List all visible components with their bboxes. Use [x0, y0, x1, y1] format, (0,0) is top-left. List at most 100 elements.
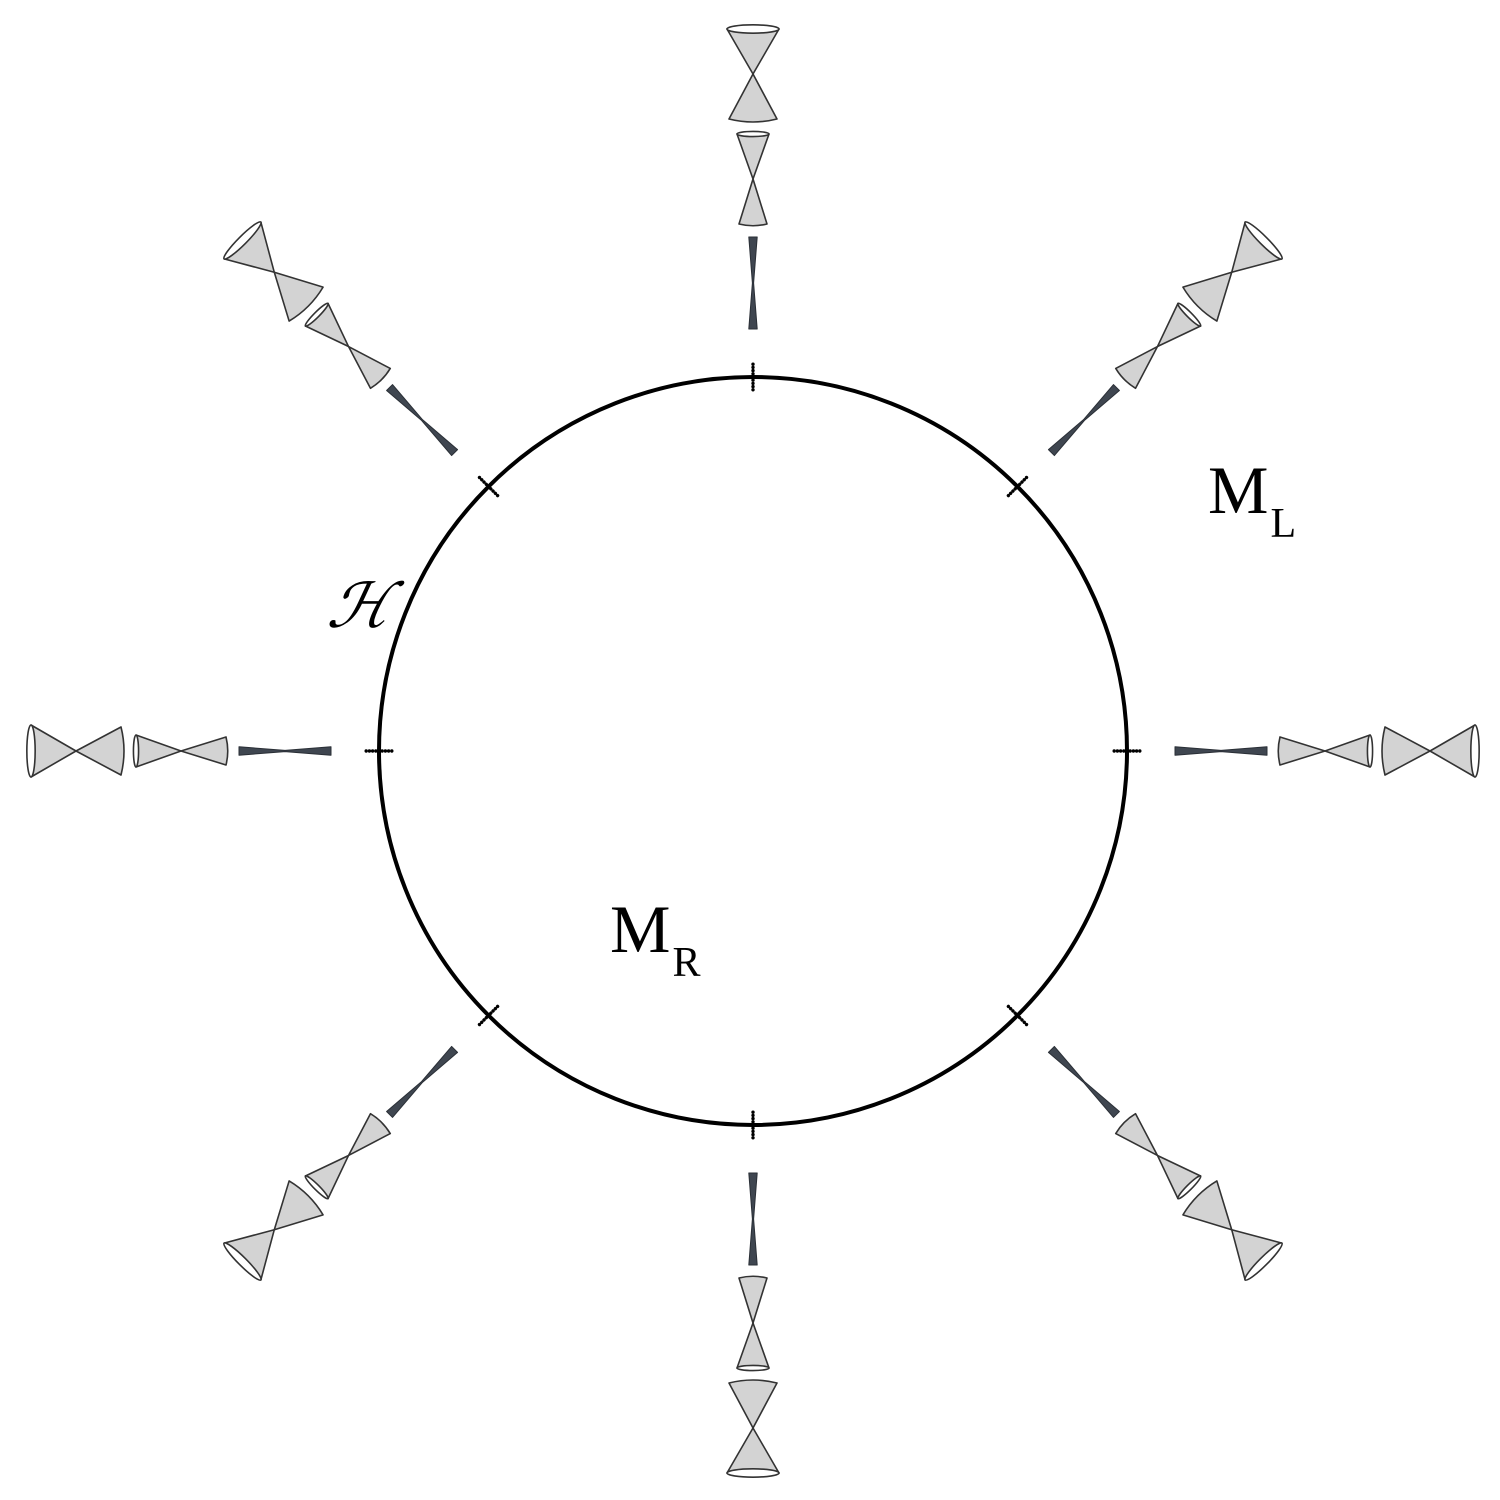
squeezed-cone-body	[748, 1172, 758, 1266]
light-cone-small	[304, 1112, 392, 1200]
tick-dot	[751, 1136, 755, 1140]
cone-future-half	[135, 734, 182, 768]
light-cone-small	[1277, 734, 1374, 768]
cone-future-half	[1324, 734, 1371, 768]
cone-future-half	[736, 133, 770, 180]
cone-rim-ellipse	[1244, 221, 1283, 260]
region-label-ml-sub: L	[1270, 501, 1297, 547]
tick-dot	[1008, 1006, 1013, 1011]
tick-dot	[477, 475, 482, 480]
region-label-mr-main: M	[610, 891, 671, 967]
tick-dot	[495, 1004, 500, 1009]
tick-dot	[751, 1132, 755, 1137]
light-cone-small	[304, 302, 392, 390]
tick-dot	[751, 1120, 755, 1124]
region-label-ml: ML	[1208, 456, 1296, 545]
small-cone-wrapper	[1114, 1112, 1202, 1200]
horizon-circle	[377, 375, 1129, 1127]
light-cone-small	[1114, 1112, 1202, 1200]
horizon-dotted-tick	[364, 749, 394, 753]
tick-dot	[1011, 489, 1015, 493]
tick-dot	[1018, 482, 1022, 486]
light-cone-large	[1182, 1180, 1283, 1281]
cone-future-half	[726, 28, 780, 75]
squeezed-cone-body	[748, 236, 758, 330]
region-label-ml-main: M	[1208, 452, 1269, 528]
cone-past-half	[738, 1275, 768, 1324]
squeezed-light-cone	[1047, 384, 1120, 457]
cone-past-half	[738, 178, 768, 227]
light-cone-large	[1381, 724, 1480, 778]
tick-dot	[383, 749, 388, 753]
ray-180deg	[26, 724, 394, 778]
tick-dot	[390, 749, 394, 753]
tick-dot	[493, 491, 498, 496]
horizon-dotted-tick	[751, 362, 755, 392]
cone-past-half	[728, 1379, 778, 1429]
cone-future-half	[30, 724, 77, 778]
tick-dot	[1022, 478, 1026, 482]
cone-rim-ellipse	[304, 1175, 329, 1200]
tick-dot	[480, 478, 484, 482]
cone-past-half	[1277, 736, 1326, 766]
tick-dot	[482, 480, 486, 484]
tick-dot	[374, 749, 378, 753]
tick-dot	[386, 749, 391, 753]
tick-dot	[1020, 480, 1024, 484]
tick-dot	[477, 1022, 482, 1027]
tick-dot	[751, 1129, 755, 1134]
ray-225deg	[223, 1004, 500, 1281]
small-cone-wrapper	[1277, 734, 1374, 768]
tick-dot	[482, 1018, 486, 1022]
tick-wrapper	[751, 1110, 755, 1140]
cone-future-half	[726, 1427, 780, 1474]
tick-dot	[751, 384, 755, 389]
tick-dot	[1122, 749, 1126, 753]
tick-dot	[1024, 475, 1029, 480]
cone-rim-ellipse	[1366, 734, 1374, 768]
tick-dot	[489, 487, 493, 491]
tick-dot	[495, 493, 500, 498]
tick-dot	[1022, 1020, 1026, 1024]
cone-rim-ellipse	[223, 1242, 262, 1281]
cone-rim-ellipse	[26, 724, 36, 778]
tick-dot	[1115, 749, 1120, 753]
squeezed-light-cone	[1047, 1045, 1120, 1118]
tick-dot	[1112, 749, 1116, 753]
squeezed-wrapper	[1047, 1045, 1120, 1118]
small-cone-wrapper	[304, 302, 392, 390]
light-cone-small	[736, 1275, 770, 1372]
squeezed-light-cone	[1174, 746, 1268, 756]
cone-past-half	[1182, 1180, 1233, 1231]
cone-past-half	[347, 345, 392, 390]
squeezed-cone-body	[238, 746, 332, 756]
cone-rim-ellipse	[1470, 724, 1480, 778]
horizon-dotted-tick	[477, 475, 500, 498]
tick-dot	[491, 489, 495, 493]
tick-dot	[751, 1110, 755, 1114]
tick-dot	[751, 372, 755, 376]
cone-rim-ellipse	[1177, 1175, 1202, 1200]
squeezed-light-cone	[748, 1172, 758, 1266]
tick-dot	[484, 482, 488, 486]
small-cone-wrapper	[132, 734, 229, 768]
horizon-dotted-tick	[1006, 1004, 1029, 1027]
squeezed-wrapper	[386, 384, 459, 457]
large-cone-wrapper	[1381, 724, 1480, 778]
large-cone-wrapper	[223, 1180, 324, 1281]
cone-rim-ellipse	[1177, 302, 1202, 327]
tick-wrapper	[751, 362, 755, 392]
squeezed-cone-body	[1174, 746, 1268, 756]
light-cone-small	[1114, 302, 1202, 390]
squeezed-wrapper	[748, 1172, 758, 1266]
tick-wrapper	[1112, 749, 1142, 753]
large-cone-wrapper	[726, 24, 780, 123]
cone-past-half	[180, 736, 229, 766]
squeezed-cone-body	[1047, 384, 1120, 457]
light-cone-rays	[26, 24, 1480, 1478]
light-cone-small	[132, 734, 229, 768]
cone-past-half	[1114, 1112, 1159, 1157]
tick-dot	[751, 378, 755, 382]
squeezed-wrapper	[1174, 746, 1268, 756]
large-cone-wrapper	[1182, 221, 1283, 322]
